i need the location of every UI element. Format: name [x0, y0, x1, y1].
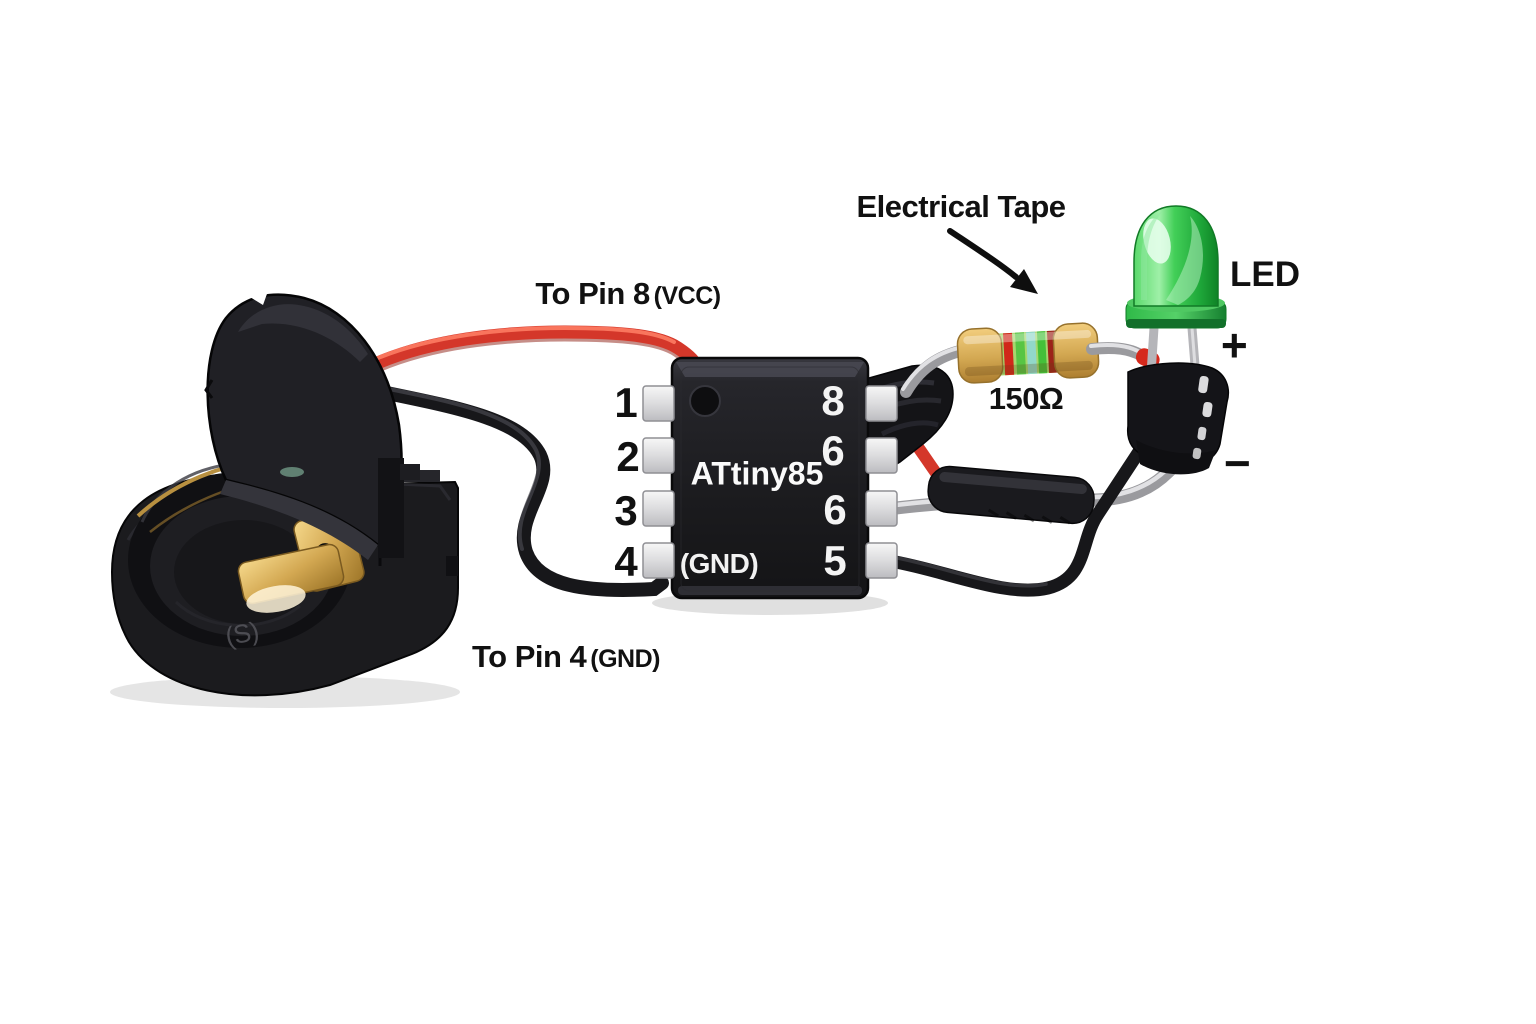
- attiny85-chip: [642, 356, 898, 600]
- chip-gnd-note: (GND): [679, 548, 759, 579]
- resistor: [956, 322, 1100, 384]
- gnd-wire-label-main: To Pin 4: [472, 639, 587, 674]
- led: [1125, 205, 1230, 475]
- tape-arrow-pointer: [947, 228, 1038, 294]
- battery-holder: [110, 291, 459, 697]
- chip-name-label: ATtiny85: [690, 455, 824, 492]
- chip-pads-right: [865, 385, 898, 579]
- vcc-wire-label: To Pin 8 (VCC): [535, 276, 721, 312]
- led-anode-plus-sign: +: [1220, 319, 1248, 371]
- pin1-indicator-dot: [689, 385, 721, 417]
- chip-pin-label-4: 4: [614, 538, 638, 585]
- resistor-value-label: 150Ω: [988, 381, 1064, 416]
- vcc-wire-label-paren: (VCC): [653, 282, 721, 310]
- electrical-tape-label: Electrical Tape: [856, 189, 1066, 224]
- chip-pin-label-8: 8: [821, 377, 845, 424]
- tape-sleeve: [927, 465, 1095, 525]
- chip-pin-label-2: 2: [616, 433, 640, 480]
- return-ground-wire: [883, 431, 1155, 597]
- battery-lid: [204, 291, 420, 560]
- gnd-wire-label-paren: (GND): [590, 645, 660, 673]
- ground-wire: [375, 385, 669, 598]
- chip-pin-label-5: 5: [823, 537, 847, 584]
- vcc-wire-label-main: To Pin 8: [535, 276, 650, 311]
- gnd-wire-label: To Pin 4 (GND): [472, 639, 660, 675]
- led-label: LED: [1230, 255, 1300, 294]
- chip-pin-label-6b: 6: [823, 486, 847, 533]
- led-dome: [1133, 205, 1219, 307]
- tape-wrap-led: [1126, 362, 1230, 475]
- chip-pads-left: [642, 385, 675, 579]
- chip-pin-label-3: 3: [614, 487, 638, 534]
- chip-body: [670, 356, 870, 600]
- anode-lead-left: [900, 344, 970, 398]
- positive-wire: [367, 325, 707, 382]
- led-cathode-minus-sign: −: [1223, 437, 1251, 489]
- chip-pin-label-6a: 6: [821, 427, 845, 474]
- chip-pin-label-1: 1: [614, 379, 638, 426]
